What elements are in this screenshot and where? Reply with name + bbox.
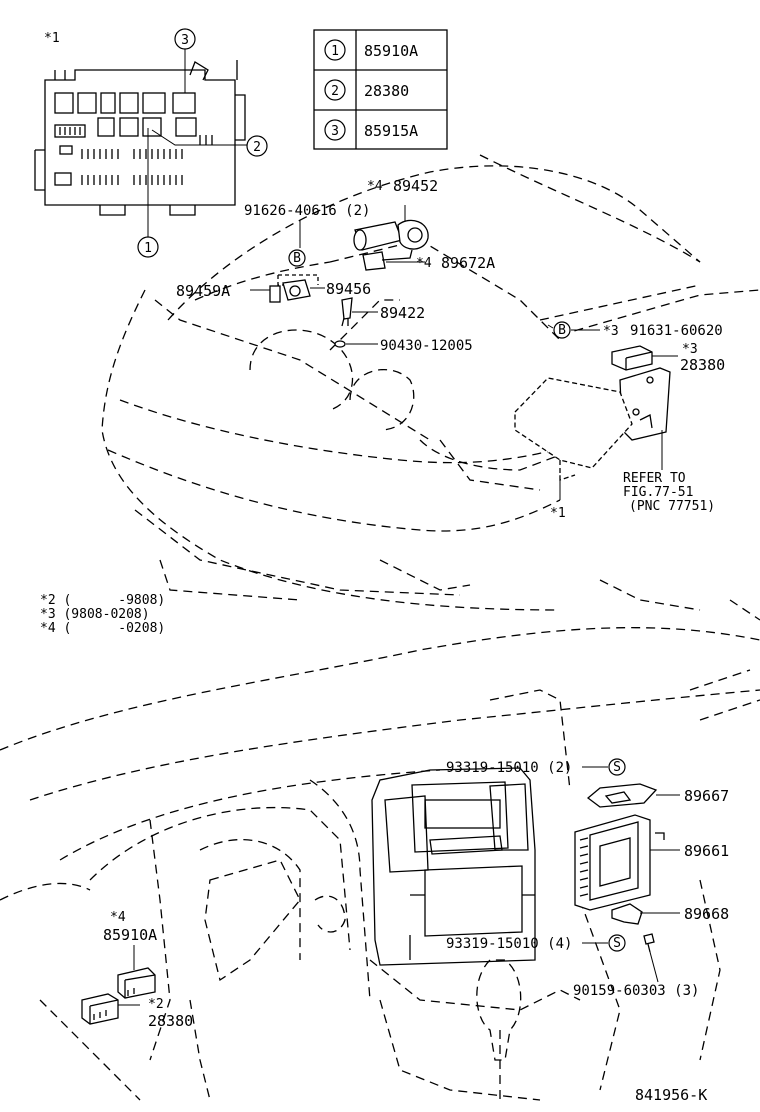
label-93319-bottom: 93319-15010 (4) [446,936,572,952]
label-89459A: 89459A [176,282,230,300]
bolt-marker-b-right: B [558,323,566,338]
label-89668: 89668 [684,905,729,923]
sensor-89452 [353,205,429,251]
bolt-marker-b-top: B [293,251,301,266]
washer-90430 [334,340,346,348]
sensor-89422 [341,297,353,327]
refer-line-1: REFER TO [623,471,686,486]
figure-id: 841956-K [635,1086,707,1104]
relay-block-inset: *1 [34,28,268,258]
legend-index-3: 3 [331,124,339,139]
note-4: *4 ( -0208) [40,621,165,636]
label-89422: 89422 [380,304,425,322]
legend-part-1: 85910A [364,42,418,60]
connector-89672A [362,249,425,271]
label-85910A: 85910A [103,926,157,944]
vehicle-front-outline [101,154,760,621]
label-89667: 89667 [684,787,729,805]
label-93319-top: 93319-15010 (2) [446,760,572,776]
relay-85910A-bottom [117,967,156,999]
label-90430: 90430-12005 [380,338,473,354]
refer-line-3: (PNC 77751) [629,499,715,514]
legend-table: 1 85910A 2 28380 3 85915A [313,29,448,150]
refer-line-2: FIG.77-51 [623,485,693,500]
legend-row-3: 3 85915A [324,119,418,141]
label-91626: 91626-40616 (2) [244,203,370,219]
label-89452-note: *4 [367,179,383,194]
label-ecu-note: *1 [550,506,566,521]
bolt-90159 [643,933,655,953]
ecu-89661 [574,814,665,911]
bracket-89667 [586,783,658,808]
label-91631-note: *3 [603,324,619,339]
note-3: *3 (9808-0208) [40,607,150,622]
label-28380-top: 28380 [680,356,725,374]
relay-cavities [54,92,197,137]
dashboard-outline [0,627,760,1101]
screw-marker-s-top: S [613,760,621,775]
label-89672A: 89672A [441,254,495,272]
center-console [371,767,536,966]
label-89672A-note: *4 [416,256,432,271]
label-28380-bottom: 28380 [148,1012,193,1030]
label-85910A-note: *4 [110,910,126,925]
top-labels: *4 89452 91626-40616 (2) *4 89672A 89459… [40,177,725,636]
bracket-89456 [269,279,311,303]
inset-callout-3: 3 [181,33,189,48]
legend-part-2: 28380 [364,82,409,100]
label-89452: 89452 [393,177,438,195]
bracket-89668 [611,903,643,925]
legend-part-3: 85915A [364,122,418,140]
inset-note: *1 [44,31,60,46]
label-89661: 89661 [684,842,729,860]
label-89456: 89456 [326,280,371,298]
relay-28380-bottom [81,993,119,1025]
relay-28380-top [611,345,653,371]
note-2: *2 ( -9808) [40,593,165,608]
inset-callout-2: 2 [253,140,261,155]
label-91631: 91631-60620 [630,323,723,339]
bottom-labels: 93319-15010 (2) 89667 89661 89668 93319-… [103,760,729,1104]
legend-row-2: 2 28380 [324,79,409,101]
legend-row-1: 1 85910A [324,39,418,61]
label-28380-top-note: *3 [682,342,698,357]
label-28380-bottom-note: *2 [148,997,164,1012]
screw-marker-s-bottom: S [613,936,621,951]
fuse-slots [54,124,213,186]
label-90159: 90159-60303 (3) [573,983,699,999]
dash-parts: S S [81,758,680,1025]
inset-callout-1: 1 [144,241,152,256]
legend-index-1: 1 [331,44,339,59]
legend-index-2: 2 [331,84,339,99]
engine-bay-parts: B B [250,205,678,500]
